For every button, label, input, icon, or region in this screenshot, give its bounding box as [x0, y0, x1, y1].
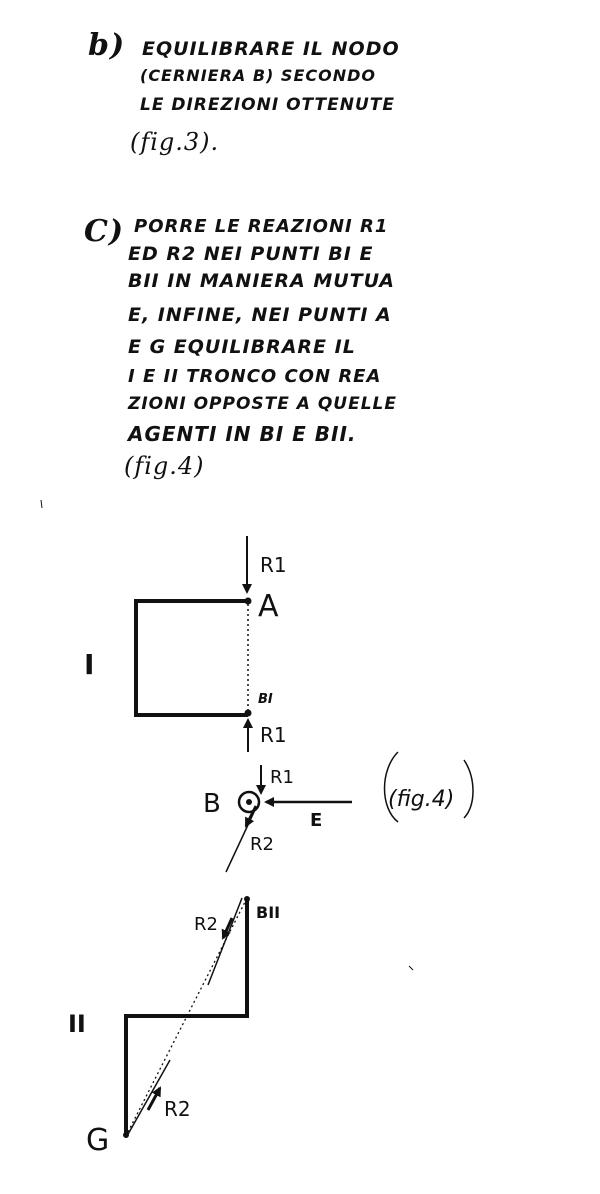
stray-mark-2: [408, 965, 414, 971]
section-c-line-4: E, INFINE, NEI PUNTI A: [128, 304, 392, 326]
label-R1-bottom: R1: [260, 723, 287, 747]
R2-upper-arrow: [221, 917, 234, 940]
label-R1-node: R1: [270, 767, 294, 788]
caption-right-paren: [463, 759, 474, 819]
label-caption: (fig.4): [388, 787, 454, 812]
section-b-line-1: EQUILIBRARE IL NODO: [142, 38, 400, 60]
label-trunk-II: II: [68, 1010, 86, 1038]
point-G: [123, 1132, 129, 1138]
section-b-line-2: (CERNIERA B) SECONDO: [140, 66, 376, 85]
label-BI: BI: [258, 692, 273, 707]
trunk-I-frame: [134, 599, 248, 717]
section-c-line-3: BII IN MANIERA MUTUA: [128, 270, 395, 292]
label-A: A: [258, 589, 279, 624]
section-b-line-3: LE DIREZIONI OTTENUTE: [140, 95, 395, 115]
section-c-line-2: ED R2 NEI PUNTI BI E: [128, 243, 374, 265]
stray-mark-1: [40, 499, 43, 509]
label-G: G: [86, 1123, 109, 1158]
section-b-marker: b): [88, 28, 126, 63]
hinge-B-outer: [237, 790, 261, 814]
section-c-line-7: ZIONI OPPOSTE A QUELLE: [128, 394, 397, 414]
label-R2-upper: R2: [194, 914, 218, 935]
R2-lower-arrow: [146, 1086, 162, 1111]
R2-arrow-at-node: [244, 805, 258, 828]
label-R1-top: R1: [260, 553, 287, 577]
label-B: B: [203, 789, 221, 819]
label-BII: BII: [256, 903, 280, 922]
section-c-line-6: I E II TRONCO CON REA: [128, 366, 382, 387]
point-BI: [244, 709, 252, 717]
hinge-B-inner: [246, 799, 252, 805]
point-BII: [244, 896, 250, 902]
point-A: [244, 597, 252, 605]
label-E: E: [310, 810, 322, 831]
R2-lower-line: [126, 1059, 171, 1137]
section-c-line-1: PORRE LE REAZIONI R1: [134, 216, 389, 237]
caption-left-paren: [383, 751, 399, 823]
section-c-figure-ref: (fig.4): [124, 452, 205, 480]
R2-upper-line: [207, 897, 243, 986]
hinge-B: [225, 765, 352, 873]
trunk-II: [123, 896, 250, 1138]
trunk-I: [134, 597, 252, 717]
label-R2-lower: R2: [164, 1097, 191, 1121]
trunk-II-frame: [124, 897, 249, 1135]
section-c-marker: C): [84, 214, 125, 249]
section-b-figure-ref: (fig.3).: [130, 128, 220, 156]
label-R2-node: R2: [250, 834, 274, 855]
section-c-line-5: E G EQUILIBRARE IL: [128, 336, 356, 358]
section-c-line-8: AGENTI IN BI E BII.: [128, 422, 357, 446]
label-trunk-I: I: [84, 648, 94, 681]
